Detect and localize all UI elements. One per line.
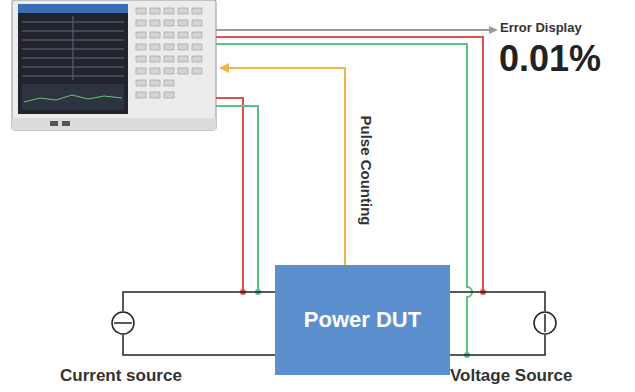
screen-rows: [22, 16, 124, 80]
screen-header: [18, 4, 128, 13]
error-wire: [216, 29, 490, 31]
instrument-keys: [136, 8, 202, 98]
display-label: Error Display: [500, 20, 582, 35]
source-label: Current source: [60, 366, 182, 386]
box-label: Power DUT: [304, 307, 421, 333]
source-label: Voltage Source: [450, 366, 573, 386]
current-source: Current source: [60, 300, 182, 386]
process-box: Power DUT: [275, 265, 450, 375]
source-symbol: [533, 311, 557, 335]
signal-label: Pulse Counting: [358, 115, 375, 225]
circuit-wire: [450, 292, 545, 355]
voltage-source: Voltage Source: [450, 300, 573, 386]
usb-port: [62, 121, 70, 126]
arrow-head: [489, 26, 498, 34]
screen-trend: [22, 84, 124, 110]
error-value: 0.01%: [499, 38, 601, 80]
instrument-body: [12, 0, 216, 130]
current-wire: [216, 106, 258, 292]
arrow-head: [219, 63, 229, 73]
instrument-base: [12, 118, 216, 130]
current-wire: [216, 98, 243, 292]
source-symbol: [111, 311, 135, 335]
voltage-wire: [216, 37, 483, 292]
circuit-wire: [123, 292, 275, 355]
pulse-wire: [228, 68, 345, 265]
trend-line: [24, 95, 122, 102]
instrument-screen: [18, 4, 128, 114]
usb-port: [50, 121, 58, 126]
